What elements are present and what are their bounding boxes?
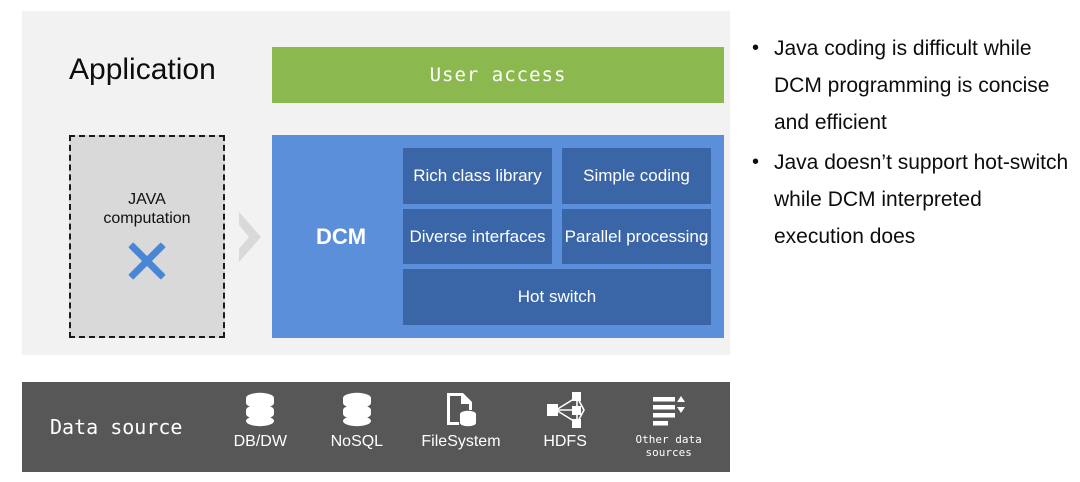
dcm-feature-cell: Parallel processing [562, 208, 711, 265]
application-label: Application [69, 53, 216, 86]
dcm-feature-cell: Simple coding [562, 148, 711, 204]
dcm-feature-cell: Hot switch [403, 269, 711, 326]
java-box-line2: computation [103, 209, 191, 227]
cross-mark-icon [124, 238, 170, 284]
data-source-item-label: NoSQL [330, 433, 384, 450]
architecture-panel: Application User access JAVA computation… [22, 11, 730, 355]
list-item: • Java coding is difficult while DCM pro… [752, 30, 1072, 141]
dcm-feature-grid: Rich class library Simple coding Diverse… [403, 148, 711, 326]
java-box-line1: JAVA [128, 190, 166, 208]
data-source-item-label: FileSystem [421, 433, 501, 450]
data-source-item-hdfs: HDFS [533, 382, 597, 451]
dcm-feature-cell: Diverse interfaces [403, 208, 552, 265]
data-source-title: Data source [50, 415, 183, 439]
user-access-label: User access [429, 64, 567, 86]
network-cluster-icon [544, 390, 586, 430]
dcm-feature-row: Diverse interfaces Parallel processing [403, 208, 711, 265]
java-computation-box: JAVA computation [69, 135, 225, 338]
database-icon [242, 390, 278, 430]
data-source-item-label: HDFS [543, 433, 587, 450]
data-source-item-list: DB/DW NoSQL Fi [212, 382, 724, 472]
bullet-text: Java coding is difficult while DCM progr… [774, 37, 1050, 134]
dcm-panel: DCM Rich class library Simple coding Div… [272, 135, 724, 338]
list-item: • Java doesn’t support hot-switch while … [752, 144, 1072, 255]
list-sort-icon [651, 390, 687, 430]
bullet-marker: • [752, 151, 760, 173]
dcm-title: DCM [315, 223, 367, 249]
bullet-text: Java doesn’t support hot-switch while DC… [774, 151, 1069, 248]
data-source-item-dbdw: DB/DW [228, 382, 292, 451]
data-source-bar: Data source DB/DW [22, 382, 730, 472]
notes-list: • Java coding is difficult while DCM pro… [752, 30, 1072, 258]
data-source-item-nosql: NoSQL [325, 382, 389, 451]
chevron-right-icon [235, 209, 265, 265]
data-source-item-label: DB/DW [233, 433, 287, 450]
bullet-marker: • [752, 37, 760, 59]
user-access-banner: User access [272, 47, 724, 103]
data-source-item-label: Other data sources [635, 433, 702, 459]
dcm-feature-row: Rich class library Simple coding [403, 148, 711, 204]
file-document-icon [443, 390, 479, 430]
dcm-feature-cell: Rich class library [403, 148, 552, 204]
data-source-item-other: Other data sources [630, 382, 708, 459]
database-icon [339, 390, 375, 430]
data-source-item-filesystem: FileSystem [421, 382, 501, 451]
dcm-feature-row: Hot switch [403, 269, 711, 326]
